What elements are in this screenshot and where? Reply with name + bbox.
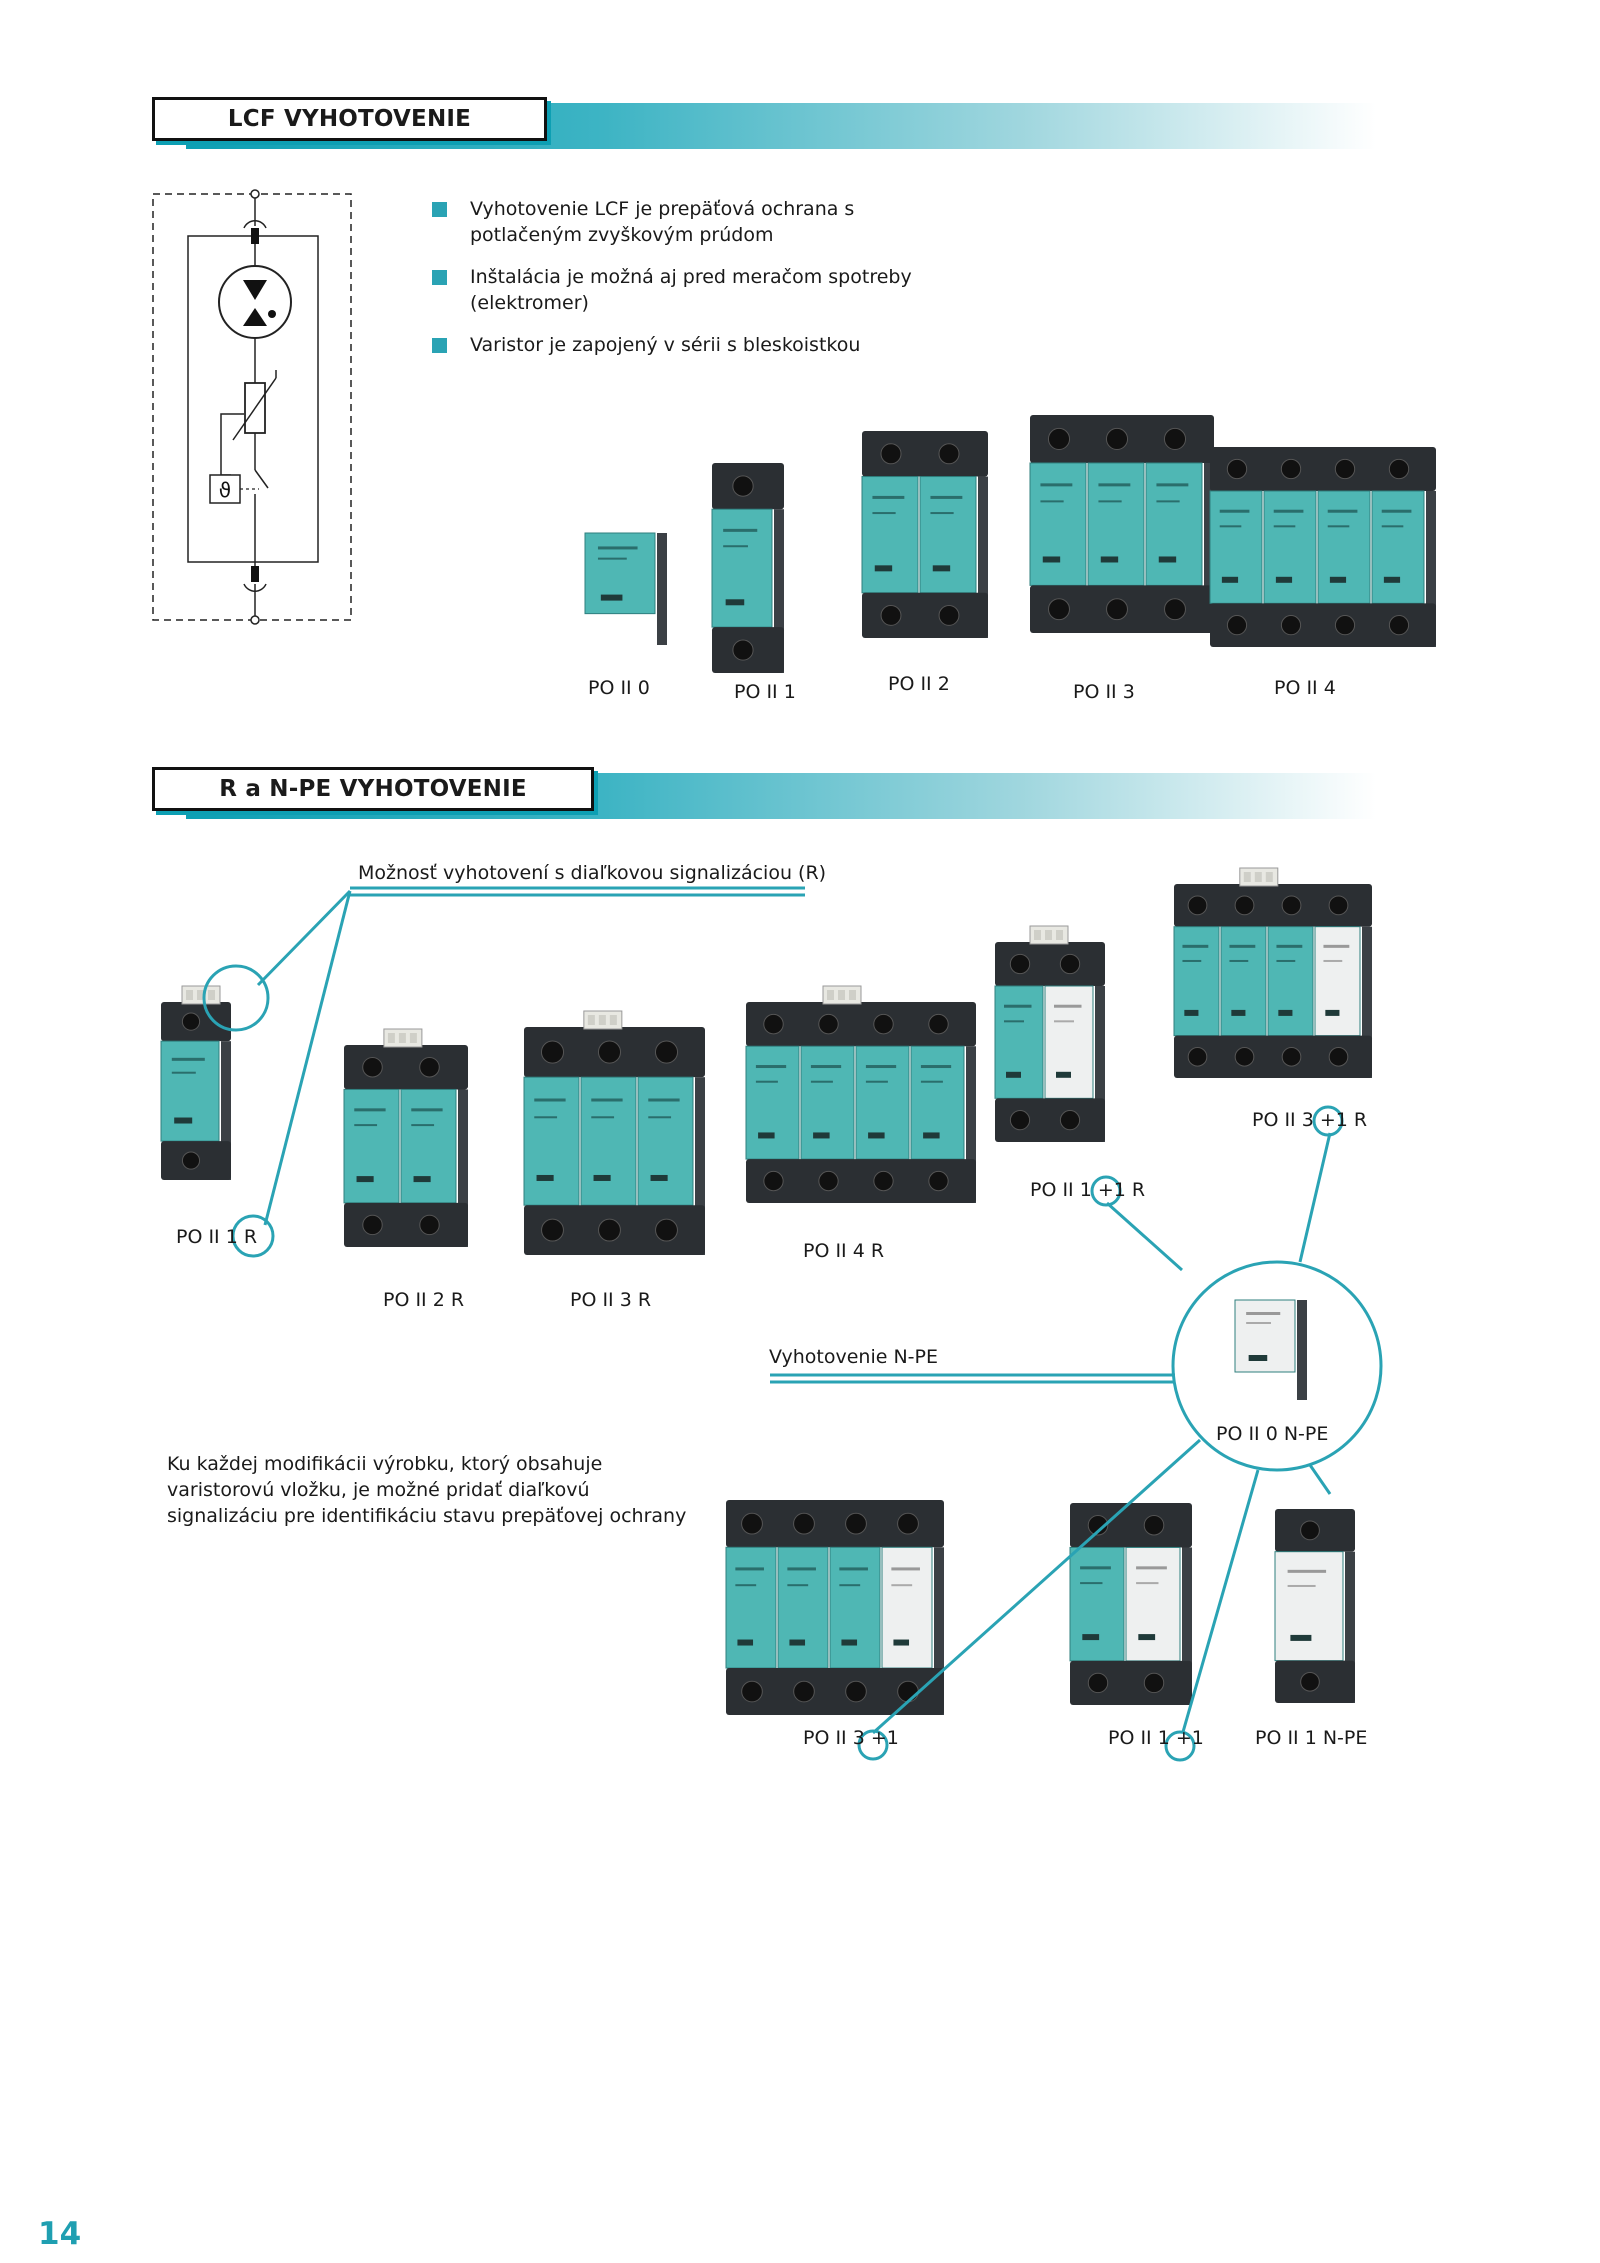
svg-text:ϑ: ϑ	[219, 478, 231, 502]
surge-protector-image	[745, 985, 976, 1203]
surge-protector-image	[1069, 1503, 1192, 1705]
product-label: PO II 1 R	[176, 1226, 258, 1248]
product-label: PO II 0 N-PE	[1216, 1423, 1329, 1445]
surge-protector-image	[711, 463, 784, 673]
surge-protector-image	[1029, 415, 1214, 633]
product-label: PO II 2 R	[383, 1289, 465, 1311]
surge-protector-image	[160, 985, 231, 1180]
product-label: PO II 4 R	[803, 1240, 885, 1262]
lcf-feature-list: Vyhotovenie LCF je prepäťová ochrana s p…	[432, 196, 952, 374]
page-number: 14	[38, 2216, 82, 2252]
section-title-rnpe: R a N-PE VYHOTOVENIE	[152, 767, 594, 811]
product-label: PO II 1 N-PE	[1255, 1727, 1368, 1749]
surge-protector-image	[1234, 1299, 1307, 1400]
square-bullet-icon	[432, 202, 447, 217]
callout-remote-signal: Možnosť vyhotovení s diaľkovou signalizá…	[358, 862, 827, 884]
surge-protector-image	[861, 431, 988, 638]
list-item: Vyhotovenie LCF je prepäťová ochrana s p…	[432, 196, 870, 248]
square-bullet-icon	[432, 338, 447, 353]
surge-protector-image	[584, 532, 667, 645]
section-title-lcf: LCF VYHOTOVENIE	[152, 97, 547, 141]
list-item-text: Vyhotovenie LCF je prepäťová ochrana s p…	[470, 198, 855, 246]
surge-protector-image	[725, 1500, 944, 1715]
product-label: PO II 3 R	[570, 1289, 652, 1311]
lcf-schematic-diagram: ϑ	[152, 189, 352, 625]
surge-protector-image	[1274, 1509, 1355, 1703]
product-label: PO II 0	[588, 677, 650, 699]
product-label: PO II 3	[1073, 681, 1135, 703]
callout-npe: Vyhotovenie N-PE	[769, 1346, 938, 1368]
product-label: PO II 4	[1274, 677, 1336, 699]
surge-protector-image	[523, 1010, 705, 1255]
list-item: Inštalácia je možná aj pred meračom spot…	[432, 264, 930, 316]
list-item-text: Inštalácia je možná aj pred meračom spot…	[470, 266, 912, 314]
list-item: Varistor je zapojený v sérii s bleskoist…	[432, 332, 952, 358]
product-label: PO II 1 +1	[1108, 1727, 1204, 1749]
product-label: PO II 3 +1 R	[1252, 1109, 1368, 1131]
surge-protector-image	[343, 1028, 468, 1247]
product-label: PO II 1	[734, 681, 796, 703]
surge-protector-image	[994, 925, 1105, 1142]
product-label: PO II 2	[888, 673, 950, 695]
product-label: PO II 1 +1 R	[1030, 1179, 1146, 1201]
surge-protector-image	[1209, 447, 1436, 647]
product-label: PO II 3 +1	[803, 1727, 899, 1749]
list-item-text: Varistor je zapojený v sérii s bleskoist…	[470, 334, 861, 356]
surge-protector-image	[1173, 867, 1372, 1078]
signalization-note: Ku každej modifikácii výrobku, ktorý obs…	[167, 1453, 687, 1527]
square-bullet-icon	[432, 270, 447, 285]
